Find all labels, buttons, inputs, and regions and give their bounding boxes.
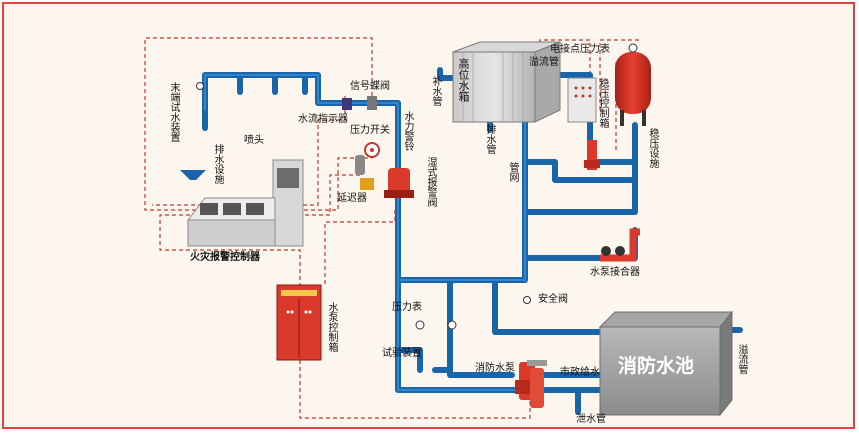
signal-butterfly-valve-label: 信号蝶阀 <box>350 81 390 92</box>
fire-pump-label: 消防水泵 <box>475 363 515 374</box>
fire-alarm-controller-label: 火灾报警控制器 <box>190 252 260 263</box>
flow-indicator-label: 水流指示器 <box>298 114 348 125</box>
fire-alarm-controller-shape <box>186 159 304 247</box>
stabilizer-control-box-shape <box>567 77 597 123</box>
stabilizer-pumps <box>584 140 600 170</box>
drain-pipe-bottom-label: 泄水管 <box>576 414 606 425</box>
pressure-tank <box>615 43 651 126</box>
gauges <box>196 82 531 330</box>
overflow-pipe-right-label: 溢流管 <box>736 344 747 374</box>
pump-control-box-shape <box>276 284 322 361</box>
drain-funnel-shape <box>180 170 206 180</box>
fire-pumps <box>515 360 547 408</box>
high-level-tank <box>452 41 561 123</box>
water-alarm-bell-label: 水力警铃 <box>402 111 413 151</box>
flow-indicator-shape <box>342 98 352 110</box>
drain-facility-label: 排水设施 <box>212 144 223 184</box>
delay-device-label: 延迟器 <box>337 193 367 204</box>
end-test-device-label: 末端试水装置 <box>168 82 179 142</box>
pump-adapter-shape <box>600 228 640 262</box>
sprinkler-label: 喷头 <box>244 135 264 146</box>
overflow-pipe-top-label: 溢流管 <box>529 57 559 68</box>
test-device-label: 试验装置 <box>382 348 422 359</box>
municipal-supply-label: 市政给水 <box>560 367 600 378</box>
pump-control-box-label: 水泵控制箱 <box>326 302 337 352</box>
pump-adapter-label: 水泵接合器 <box>590 267 640 278</box>
stabilizer-equipment-label: 稳压设施 <box>647 128 658 168</box>
wet-alarm-valve-shape <box>355 142 414 198</box>
fire-pool <box>598 310 734 417</box>
signal-valve-shape <box>367 96 377 110</box>
pressure-gauge-label: 压力表 <box>392 302 422 313</box>
drain-pipe-top-label: 排水管 <box>484 124 495 154</box>
stabilizer-control-box-label: 稳压控制箱 <box>597 78 608 128</box>
safety-valve-label: 安全阀 <box>538 294 568 305</box>
make-up-pipe-label: 补水管 <box>430 76 441 106</box>
high-tank-label: 高位水箱 <box>457 58 470 102</box>
fire-pool-label: 消防水池 <box>618 355 695 377</box>
pipe-network-label: 管网 <box>507 162 518 182</box>
wet-alarm-valve-label: 湿式报警阀 <box>425 157 436 207</box>
pipe-highlight <box>204 74 526 391</box>
contact-pressure-gauge-label: 电接点压力表 <box>550 44 610 55</box>
pressure-switch-label: 压力开关 <box>350 125 390 136</box>
